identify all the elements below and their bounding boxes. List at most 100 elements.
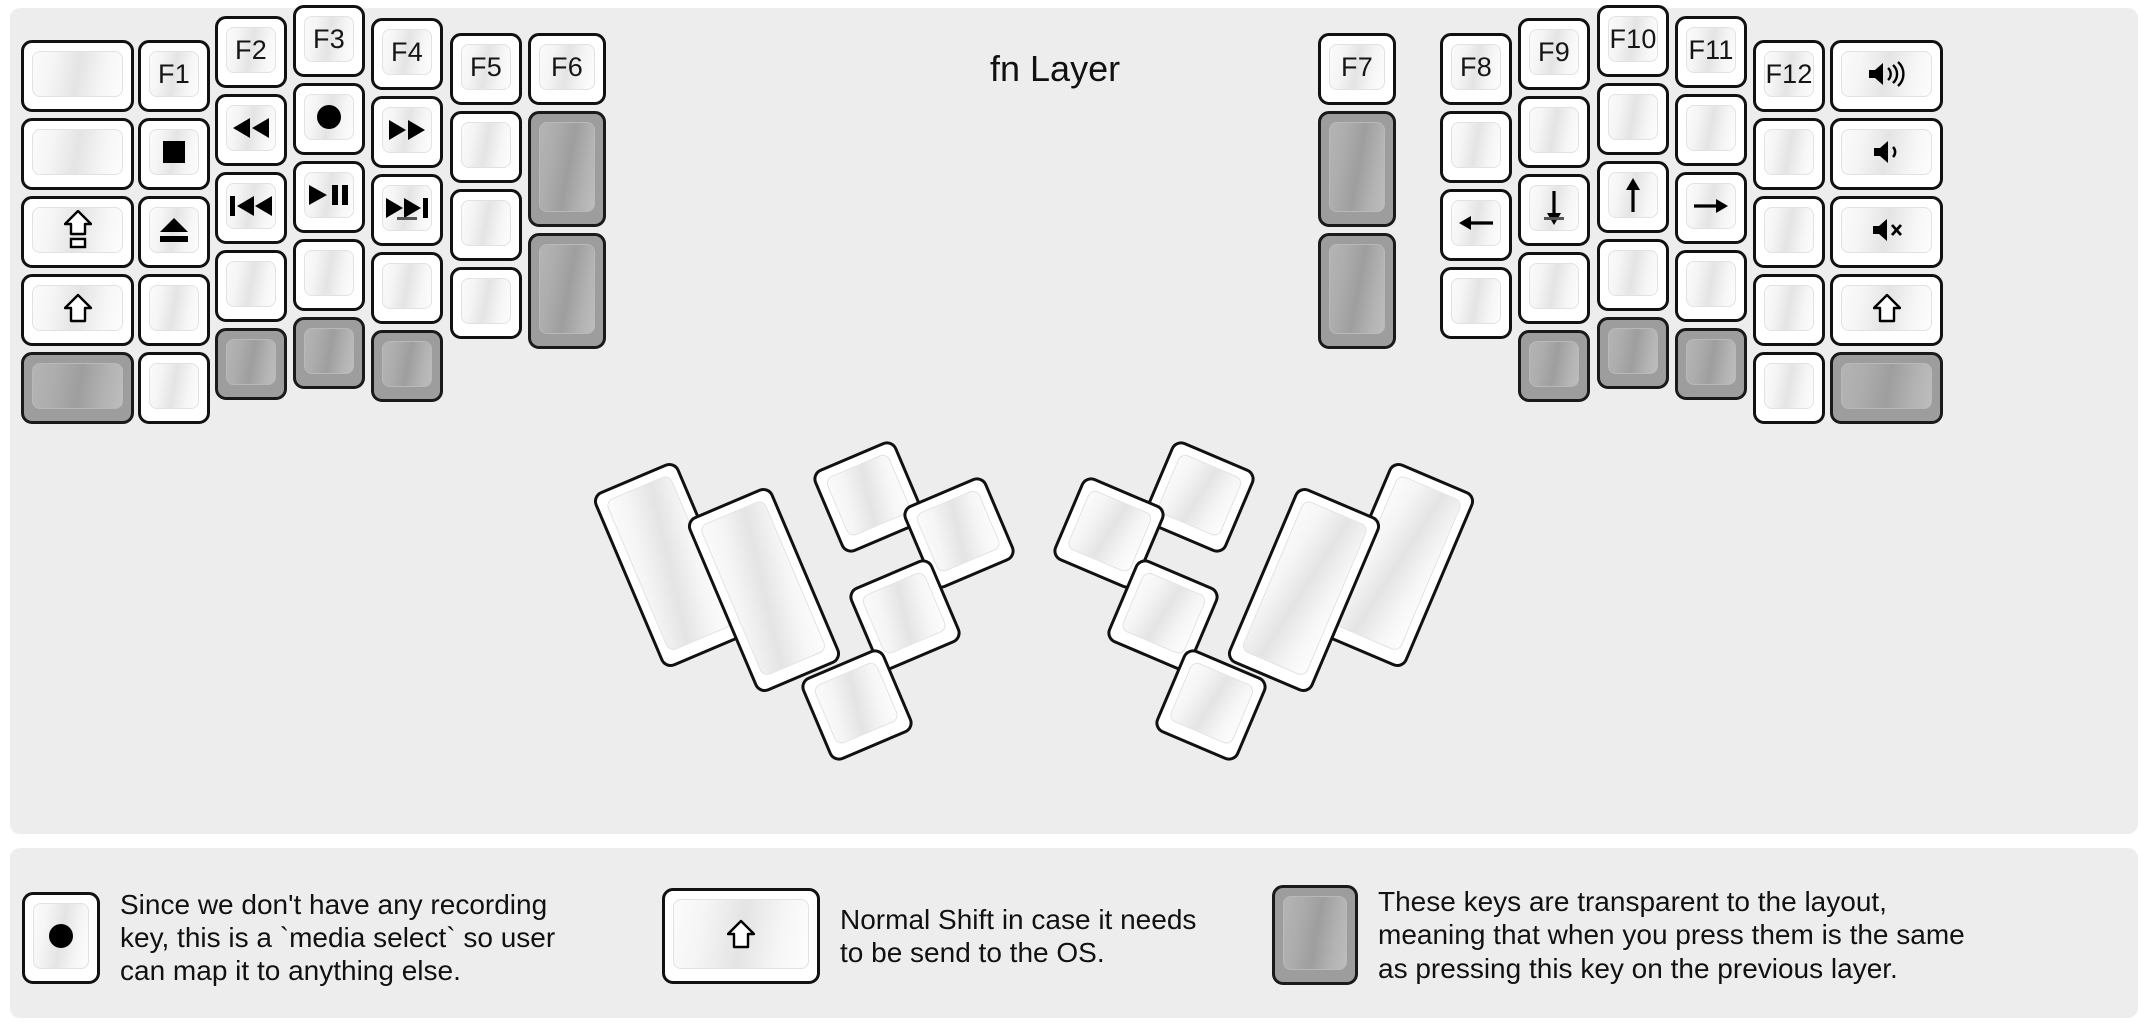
arrow-left-icon	[1457, 212, 1495, 234]
key-label: F4	[391, 36, 423, 67]
volume-down-icon	[1872, 138, 1902, 166]
right-col-pinky-outer-key-2[interactable]	[1830, 196, 1943, 268]
left-col-index-key-1[interactable]	[371, 96, 443, 168]
right-col-thumb-reach-key-0[interactable]: F7	[1318, 33, 1396, 105]
arrow-up-icon	[1622, 176, 1644, 214]
right-col-thumb-reach-key-1[interactable]	[1318, 111, 1396, 227]
left-col-pinky-key-1[interactable]	[138, 118, 210, 190]
legend-media-select-keycap	[22, 891, 100, 984]
left-col-pinky-key-4[interactable]	[138, 352, 210, 424]
right-col-pinky-key-1[interactable]	[1753, 118, 1825, 190]
left-col-pinky-outer-key-2[interactable]	[21, 196, 134, 268]
right-col-ring-key-4[interactable]	[1675, 328, 1747, 400]
keycap-face	[1529, 341, 1579, 387]
shift-icon	[63, 293, 92, 323]
legend-normal-shift-keycap	[662, 888, 820, 984]
right-col-index-inner-key-1[interactable]	[1440, 111, 1512, 183]
right-col-middle-key-0[interactable]: F10	[1597, 5, 1669, 77]
left-col-middle-key-1[interactable]	[293, 83, 365, 155]
keycap-face	[1608, 172, 1658, 218]
right-col-index-key-3[interactable]	[1518, 252, 1590, 324]
keycap-face: F10	[1608, 16, 1658, 62]
left-col-middle-key-3[interactable]	[293, 239, 365, 311]
left-col-ring-key-2[interactable]	[215, 172, 287, 244]
keycap-face	[1686, 261, 1736, 307]
left-col-middle-key-0[interactable]: F3	[293, 5, 365, 77]
arrow-down-icon	[1543, 189, 1565, 227]
left-col-index-inner-key-1[interactable]	[450, 111, 522, 183]
left-col-ring-key-1[interactable]	[215, 94, 287, 166]
right-col-index-inner-key-0[interactable]: F8	[1440, 33, 1512, 105]
key-label: F9	[1538, 36, 1570, 67]
keycap-face	[1686, 105, 1736, 151]
right-col-index-inner-key-3[interactable]	[1440, 267, 1512, 339]
right-col-pinky-outer-key-4[interactable]	[1830, 352, 1943, 424]
legend-transparent-keycap	[1272, 885, 1358, 985]
left-col-middle-key-2[interactable]	[293, 161, 365, 233]
right-col-pinky-key-3[interactable]	[1753, 274, 1825, 346]
keycap-face	[539, 122, 595, 212]
left-col-pinky-key-3[interactable]	[138, 274, 210, 346]
volume-mute-icon	[1871, 216, 1903, 244]
right-col-middle-key-3[interactable]	[1597, 239, 1669, 311]
right-col-thumb-reach-key-2[interactable]	[1318, 233, 1396, 349]
keycap-face	[1329, 244, 1385, 334]
keycap-face	[304, 172, 354, 218]
left-col-thumb-reach-key-1[interactable]	[528, 111, 606, 227]
keycap-face	[304, 250, 354, 296]
left-col-ring-key-0[interactable]: F2	[215, 16, 287, 88]
right-col-pinky-outer-key-3[interactable]	[1830, 274, 1943, 346]
right-col-index-key-4[interactable]	[1518, 330, 1590, 402]
legend-text: Normal Shift in case it needs to be send…	[840, 903, 1197, 968]
left-col-index-inner-key-0[interactable]: F5	[450, 33, 522, 105]
keycap-face	[149, 363, 199, 409]
legend-text: Since we don't have any recording key, t…	[120, 889, 556, 987]
left-col-index-key-0[interactable]: F4	[371, 18, 443, 90]
right-col-pinky-key-4[interactable]	[1753, 352, 1825, 424]
right-col-ring-key-0[interactable]: F11	[1675, 16, 1747, 88]
right-col-middle-key-4[interactable]	[1597, 317, 1669, 389]
keycap-face	[149, 207, 199, 253]
homing-bump-indicator	[1544, 217, 1564, 220]
left-col-thumb-reach-key-2[interactable]	[528, 233, 606, 349]
media-record-icon	[314, 102, 344, 132]
left-col-pinky-outer-key-4[interactable]	[21, 352, 134, 424]
keycap-face	[304, 328, 354, 374]
keycap-face	[1529, 263, 1579, 309]
left-col-index-key-2[interactable]	[371, 174, 443, 246]
right-col-pinky-key-0[interactable]: F12	[1753, 40, 1825, 112]
right-col-middle-key-1[interactable]	[1597, 83, 1669, 155]
legend-keycap-sample	[662, 888, 820, 984]
right-col-ring-key-1[interactable]	[1675, 94, 1747, 166]
right-col-index-key-0[interactable]: F9	[1518, 18, 1590, 90]
right-col-pinky-outer-key-0[interactable]	[1830, 40, 1943, 112]
left-col-index-key-4[interactable]	[371, 330, 443, 402]
left-col-pinky-key-2[interactable]	[138, 196, 210, 268]
keycap-face: F5	[461, 44, 511, 90]
right-col-middle-key-2[interactable]	[1597, 161, 1669, 233]
left-col-index-inner-key-3[interactable]	[450, 267, 522, 339]
left-col-pinky-outer-key-1[interactable]	[21, 118, 134, 190]
left-col-middle-key-4[interactable]	[293, 317, 365, 389]
right-col-pinky-outer-key-1[interactable]	[1830, 118, 1943, 190]
keycap-face	[1451, 278, 1501, 324]
keycap-face	[32, 285, 123, 331]
keycap-face	[32, 129, 123, 175]
left-col-index-key-3[interactable]	[371, 252, 443, 324]
keycap-face: F9	[1529, 29, 1579, 75]
right-col-index-inner-key-2[interactable]	[1440, 189, 1512, 261]
left-col-pinky-outer-key-0[interactable]	[21, 40, 134, 112]
left-col-ring-key-3[interactable]	[215, 250, 287, 322]
left-col-thumb-reach-key-0[interactable]: F6	[528, 33, 606, 105]
right-col-ring-key-3[interactable]	[1675, 250, 1747, 322]
volume-up-icon	[1867, 60, 1907, 88]
left-col-pinky-outer-key-3[interactable]	[21, 274, 134, 346]
left-col-pinky-key-0[interactable]: F1	[138, 40, 210, 112]
left-col-ring-key-4[interactable]	[215, 328, 287, 400]
right-col-ring-key-2[interactable]	[1675, 172, 1747, 244]
keycap-face	[1529, 185, 1579, 231]
left-col-index-inner-key-2[interactable]	[450, 189, 522, 261]
right-col-index-key-2[interactable]	[1518, 174, 1590, 246]
right-col-pinky-key-2[interactable]	[1753, 196, 1825, 268]
right-col-index-key-1[interactable]	[1518, 96, 1590, 168]
